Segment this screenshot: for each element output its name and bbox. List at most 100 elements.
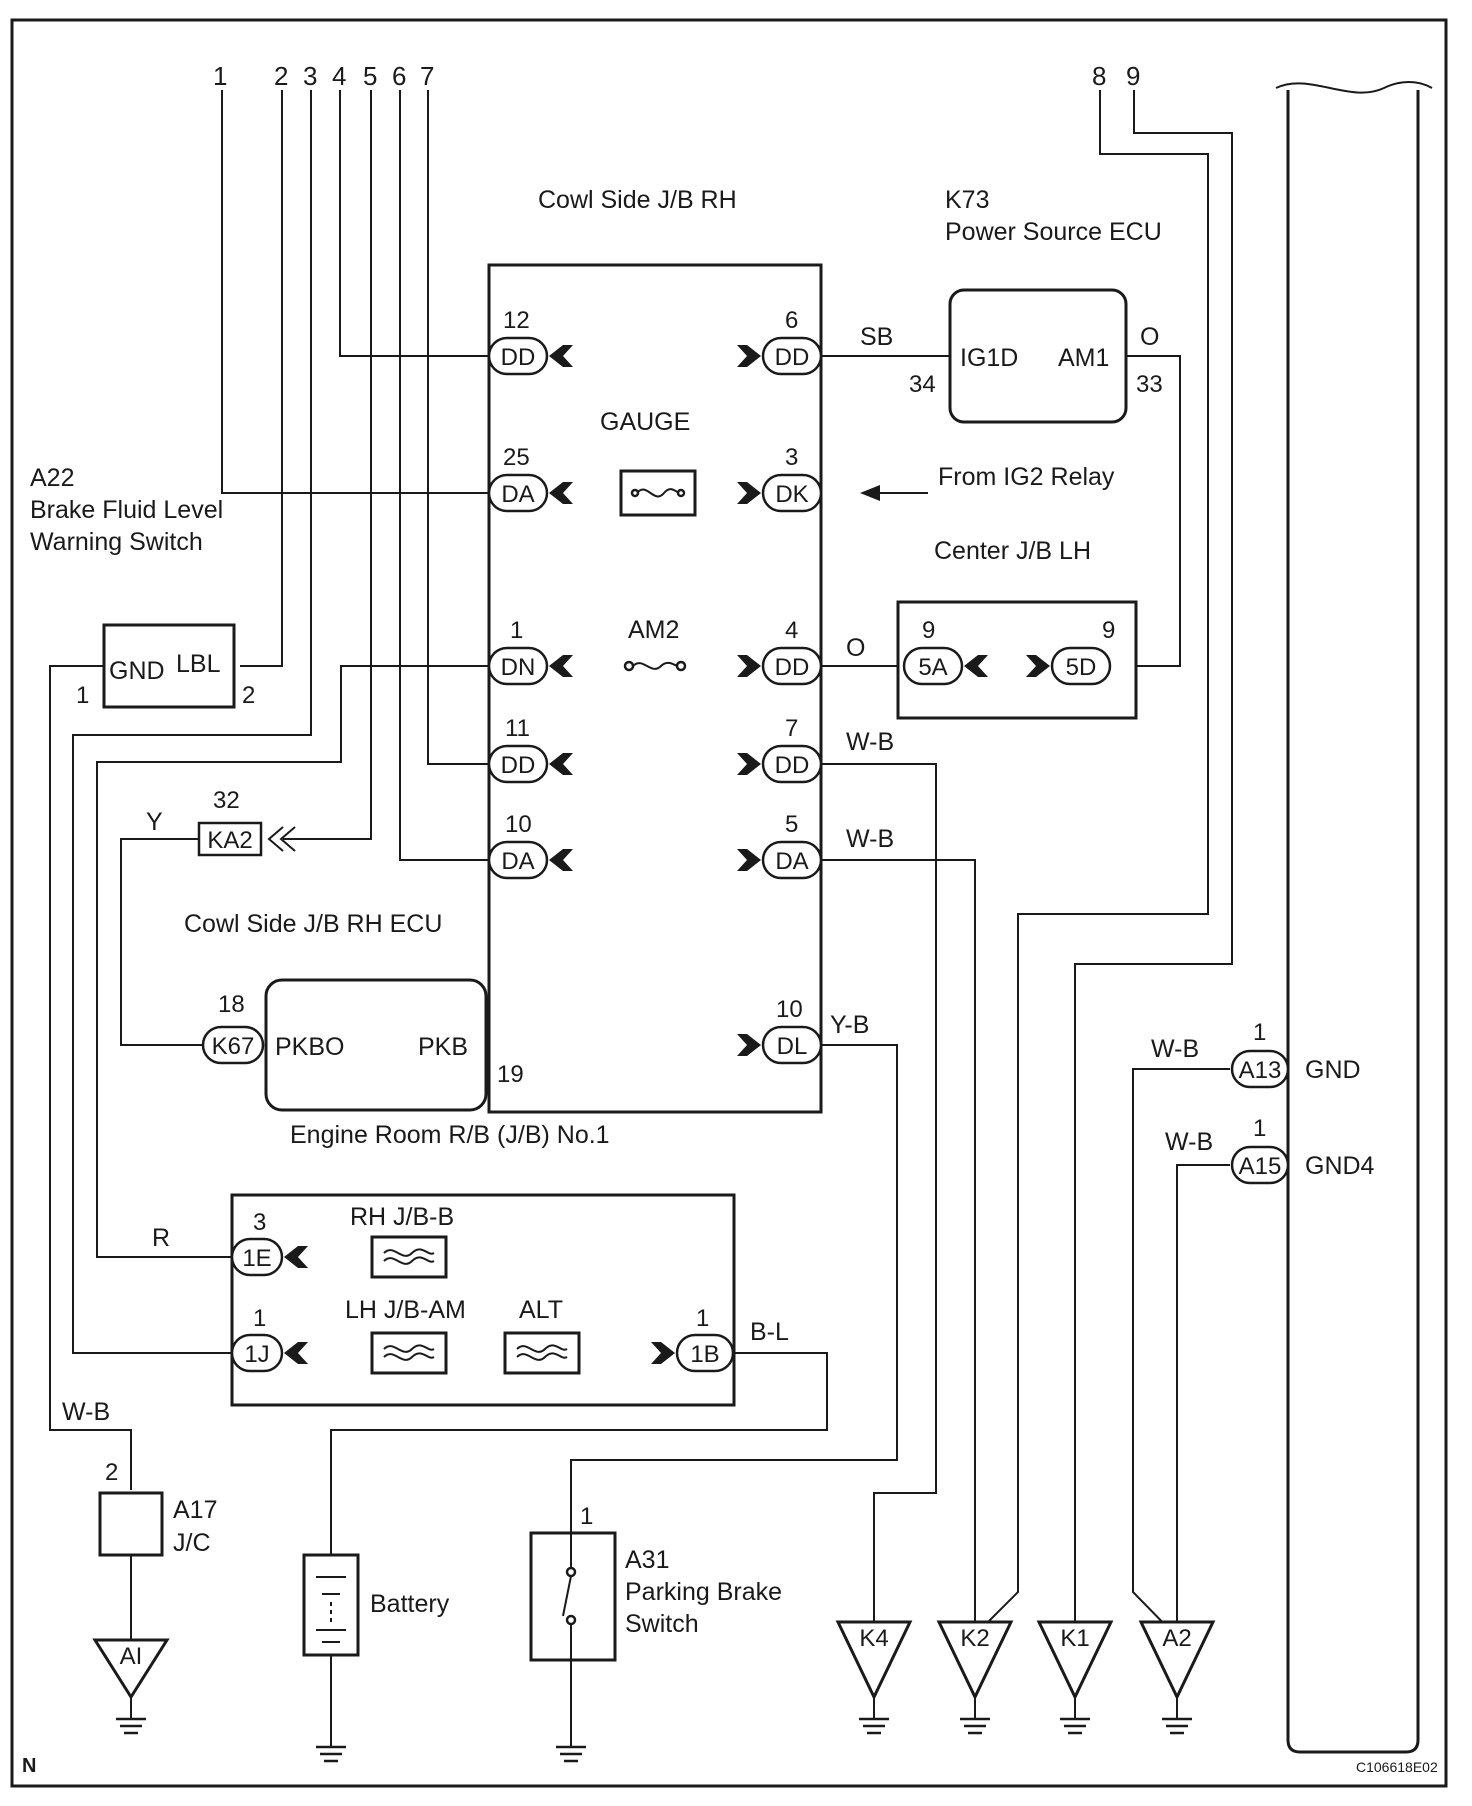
pin-dk-3: 3 <box>785 444 798 471</box>
gauge-fuse <box>619 469 697 517</box>
connector-chevron-icon <box>549 345 573 367</box>
pin-a22-lbl: 2 <box>242 682 255 709</box>
connector-dd-12-code: DD <box>501 344 536 371</box>
wire-color-wb-da5: W-B <box>846 825 894 853</box>
a17-jc-box <box>98 1491 164 1557</box>
connector-da-25-code: DA <box>501 481 534 508</box>
connector-chevron-icon <box>964 655 988 677</box>
wire-color-wb-a13: W-B <box>1151 1035 1199 1063</box>
cowl-side-jb-rh-label: Cowl Side J/B RH <box>538 186 737 214</box>
connector-dd-6 <box>761 336 823 376</box>
am2-label: AM2 <box>628 616 679 644</box>
k73-code: K73 <box>945 186 989 214</box>
connector-chevron-icon <box>284 1246 308 1268</box>
connector-dl-10-code: DL <box>777 1033 808 1060</box>
connector-da-10 <box>487 840 549 880</box>
pin-k67: 18 <box>218 991 245 1018</box>
a22-switch-box <box>102 623 236 709</box>
a22-code: A22 <box>30 464 74 492</box>
pin-dn-1: 1 <box>510 617 523 644</box>
connector-5d <box>1050 646 1112 686</box>
connector-chevron-icon <box>737 1034 761 1056</box>
wire-color-o-am1: O <box>1140 323 1159 351</box>
connector-chevron-icon <box>737 849 761 871</box>
rh-jb-b-label: RH J/B-B <box>350 1203 454 1231</box>
top-pin-2: 2 <box>274 61 288 91</box>
connector-chevron-icon <box>549 655 573 677</box>
connector-1j <box>230 1333 284 1373</box>
connector-chevron-icon <box>737 753 761 775</box>
am2-fuse <box>623 660 687 672</box>
wire-color-sb: SB <box>860 323 893 351</box>
connector-chevron-icon <box>549 849 573 871</box>
connector-dk-3 <box>761 473 823 513</box>
right-side-bracket-break <box>1275 81 1433 94</box>
wire-color-wb-a17: W-B <box>62 1398 110 1426</box>
connector-5a <box>902 646 964 686</box>
connector-1b-code: 1B <box>690 1341 719 1368</box>
top-pin-5: 5 <box>363 61 377 91</box>
alt-fusible-link <box>503 1331 581 1375</box>
connector-chevron-icon <box>737 655 761 677</box>
ground-ai-icon <box>92 1638 170 1700</box>
gauge-label: GAUGE <box>600 408 690 436</box>
ground-k1-label: K1 <box>1060 1625 1089 1652</box>
wire-color-r: R <box>152 1224 170 1252</box>
a31-switch-terminal <box>565 1566 577 1578</box>
wire-color-wb-dd7: W-B <box>846 728 894 756</box>
connector-1e-code: 1E <box>242 1245 271 1272</box>
ig2-relay-label: From IG2 Relay <box>938 463 1115 491</box>
ground-a2-icon <box>1138 1620 1216 1701</box>
pin-da-25: 25 <box>503 444 530 471</box>
right-side-bracket <box>1286 90 1420 1754</box>
ground-ai-label: AI <box>120 1643 143 1670</box>
wire-color-yb: Y-B <box>830 1011 869 1039</box>
pin-dd-7: 7 <box>785 715 798 742</box>
cowl-side-jb-rh-box <box>487 263 823 1114</box>
pin-dl-10: 10 <box>776 996 803 1023</box>
pkb-label: PKB <box>418 1033 468 1061</box>
pkbo-label: PKBO <box>275 1033 344 1061</box>
connector-chevrons <box>284 345 1050 1364</box>
engine-room-rb-label: Engine Room R/B (J/B) No.1 <box>290 1121 610 1149</box>
connector-dd-4 <box>761 646 823 686</box>
lh-jb-am-label: LH J/B-AM <box>345 1296 466 1324</box>
connector-dl-10 <box>761 1025 823 1065</box>
connector-chevron-icon <box>284 1342 308 1364</box>
ground-k2-icon <box>936 1620 1014 1701</box>
ig1d-label: IG1D <box>960 344 1018 372</box>
connector-da-5-code: DA <box>775 848 808 875</box>
ecu-label: Cowl Side J/B RH ECU <box>184 910 442 938</box>
connector-dd-7-code: DD <box>775 752 810 779</box>
a22-gnd-label: GND <box>109 657 165 685</box>
engine-room-rb-box <box>230 1193 736 1407</box>
connector-chevron-icon <box>737 482 761 504</box>
connector-1e <box>230 1237 284 1277</box>
wire-color-bl: B-L <box>750 1318 789 1346</box>
jb-ecu-box <box>264 978 488 1112</box>
pin-a15: 1 <box>1253 1115 1266 1142</box>
connector-chevron-icon <box>1026 655 1050 677</box>
ground-k4-label: K4 <box>859 1625 888 1652</box>
connector-dn-1 <box>487 646 549 686</box>
connector-da-10-code: DA <box>501 848 534 875</box>
center-jb-lh-label: Center J/B LH <box>934 537 1091 565</box>
pin-dd-6: 6 <box>785 307 798 334</box>
connector-chevron-icon <box>737 345 761 367</box>
pin-1e: 3 <box>253 1209 266 1236</box>
connector-dd-12 <box>487 336 549 376</box>
connector-k67-code: K67 <box>212 1033 255 1060</box>
pin-am1: 33 <box>1136 371 1163 398</box>
pin-a31: 1 <box>580 1503 593 1530</box>
a22-name-line2: Warning Switch <box>30 528 203 556</box>
top-pin-7: 7 <box>420 61 434 91</box>
pin-ka2: 32 <box>213 787 240 814</box>
connector-dd-4-code: DD <box>775 654 810 681</box>
pin-ig1d: 34 <box>909 371 936 398</box>
pin-da-10: 10 <box>505 811 532 838</box>
ka2-arrow-icon <box>267 826 296 852</box>
figure-code: C106618E02 <box>1356 1759 1438 1775</box>
connector-1b <box>675 1333 735 1373</box>
connector-dd-11 <box>487 744 549 784</box>
connector-da-25 <box>487 473 549 513</box>
